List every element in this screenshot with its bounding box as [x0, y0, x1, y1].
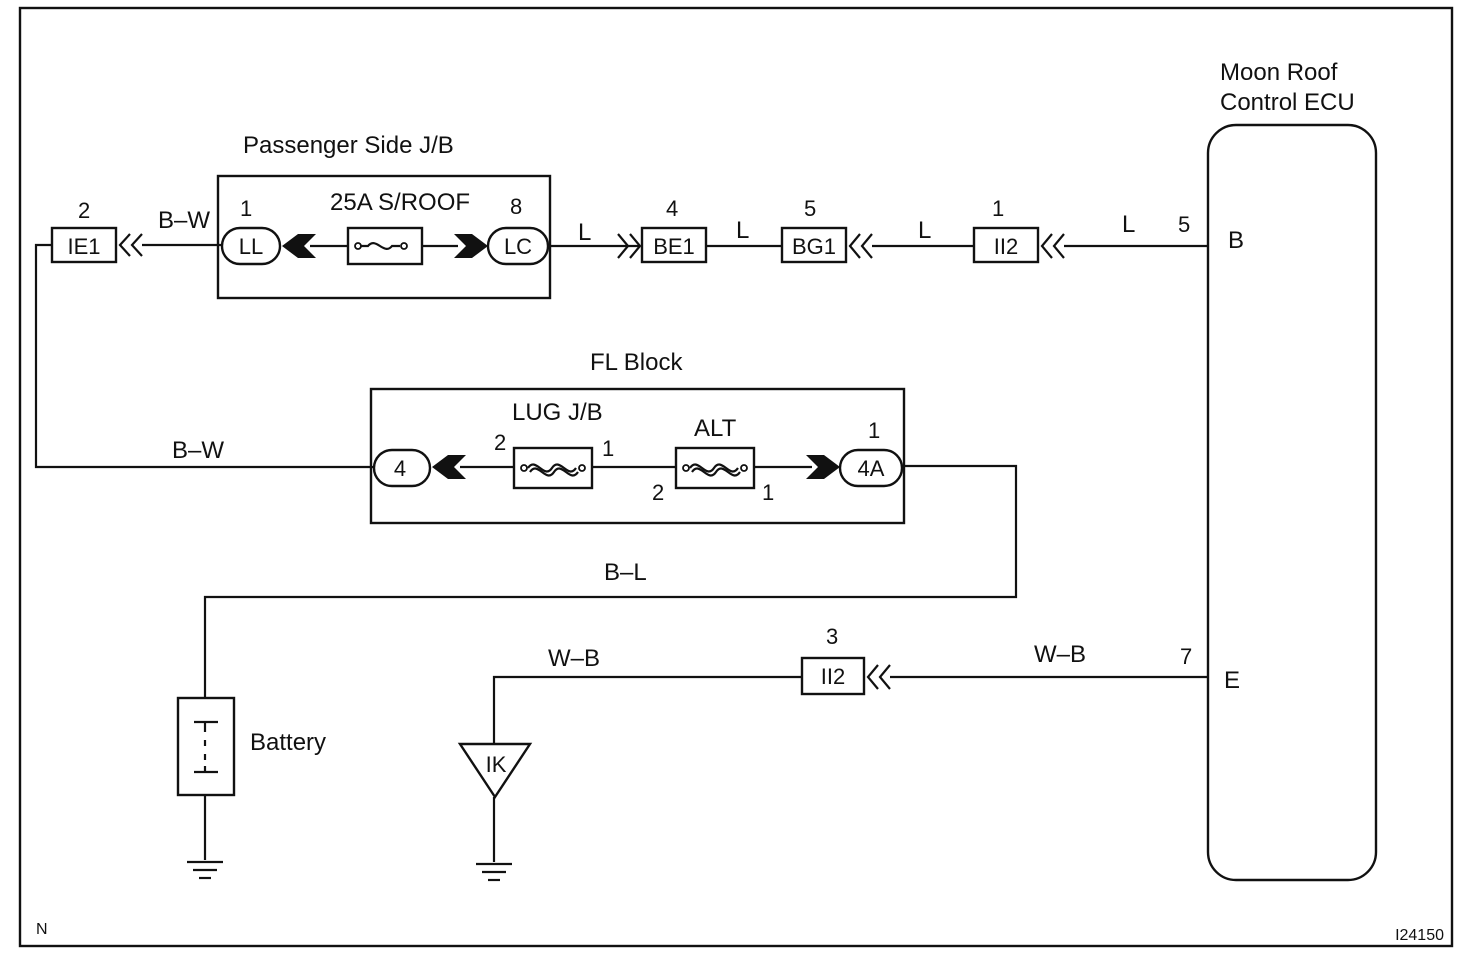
passenger-jb-title: Passenger Side J/B	[243, 132, 454, 159]
be1-pin: 4	[666, 196, 678, 221]
diagram-frame	[18, 6, 1454, 948]
ecu-title-line2: Control ECU	[1220, 89, 1355, 116]
ii2-top-connector-group: II2 1	[972, 196, 1065, 264]
alt-pin-left: 2	[652, 480, 664, 505]
passenger-side-jb: Passenger Side J/B LL 1 25A S/ROOF LC 8	[216, 132, 552, 300]
moon-roof-ecu: Moon Roof Control ECU B E 5 7	[1178, 59, 1378, 882]
ie1-chevron-icon	[118, 233, 143, 257]
wire-label-l4: L	[1122, 211, 1135, 238]
ecu-terminal-e: E	[1224, 667, 1240, 694]
fl-block: FL Block 4 LUG J/B 2 1 ALT 2 1 4A 1	[369, 349, 906, 525]
wire-label-wb-right: W–B	[1034, 641, 1086, 668]
bg1-label: BG1	[792, 234, 836, 259]
ii2-bottom-connector-group: II2 3	[800, 624, 891, 696]
wire-label-bw-top: B–W	[158, 207, 210, 234]
ik-triangle-icon	[457, 742, 533, 800]
lc-connector-label: LC	[504, 234, 532, 259]
ll-connector-label: LL	[239, 234, 263, 259]
lc-arrow-icon	[454, 234, 488, 258]
be1-connector-group: BE1 4	[640, 196, 708, 264]
wire-label-wb-left: W–B	[548, 645, 600, 672]
bg1-chevron-icon	[848, 233, 873, 259]
bg1-pin: 5	[804, 196, 816, 221]
fl-block-box	[369, 387, 906, 525]
ecu-pin-e: 7	[1180, 644, 1192, 669]
ii2-top-pin: 1	[992, 196, 1004, 221]
alt-pin-right: 1	[762, 480, 774, 505]
alt-fuse-element-icon	[689, 463, 739, 473]
battery-box	[176, 696, 236, 797]
lug-fuse-label: LUG J/B	[512, 399, 603, 426]
fl-conn-4a-label: 4A	[858, 456, 885, 481]
fl-conn-4a-pin: 1	[868, 418, 880, 443]
fl-block-title: FL Block	[590, 349, 683, 376]
ecu-terminal-b: B	[1228, 227, 1244, 254]
wire-label-bw-left: B–W	[172, 437, 224, 464]
figure-id: I24150	[1395, 927, 1444, 944]
lc-pin: 8	[510, 194, 522, 219]
battery: Battery	[176, 696, 326, 797]
wire-label-bl: B–L	[604, 559, 647, 586]
ie1-label: IE1	[67, 234, 100, 259]
wire-label-l3: L	[918, 217, 931, 244]
lug-pin-left: 2	[494, 430, 506, 455]
ecu-pin-b: 5	[1178, 212, 1190, 237]
alt-fuse-label: ALT	[694, 415, 737, 442]
bg1-connector-group: BG1 5	[780, 196, 873, 264]
ii2-bottom-chevron-icon	[866, 664, 891, 690]
ik-label: IK	[486, 752, 507, 777]
ground-point-ik: IK	[457, 742, 533, 800]
lug-pin-right: 1	[602, 436, 614, 461]
ii2-bottom-label: II2	[821, 664, 845, 689]
battery-ground-icon	[187, 860, 223, 880]
fl-conn-4-label: 4	[394, 456, 406, 481]
ecu-title-line1: Moon Roof	[1220, 59, 1338, 86]
fl-conn-4a-arrow-icon	[806, 455, 840, 479]
be1-chevron-icon	[617, 233, 642, 259]
ie1-connector-group: IE1 2	[50, 198, 143, 264]
ll-arrow-icon	[282, 234, 316, 258]
fl-conn-4a	[838, 448, 904, 488]
fuse-25a-label: 25A S/ROOF	[330, 189, 470, 216]
ik-ground-icon	[476, 862, 512, 882]
lug-fuse-element-icon	[527, 463, 577, 473]
fl-conn-4-arrow-icon	[432, 455, 466, 479]
ie1-pin: 2	[78, 198, 90, 223]
ecu-body	[1206, 123, 1378, 882]
wire-label-l2: L	[736, 217, 749, 244]
ii2-top-chevron-icon	[1040, 233, 1065, 259]
ii2-bottom-pin: 3	[826, 624, 838, 649]
fuse-25a-sroof	[346, 226, 424, 266]
battery-label: Battery	[250, 729, 326, 756]
ll-pin: 1	[240, 196, 252, 221]
page-code: N	[36, 921, 48, 938]
bg1-connector	[780, 226, 848, 264]
ii2-top-connector	[972, 226, 1040, 264]
fuse-element-icon	[360, 242, 400, 250]
ii2-top-label: II2	[994, 234, 1018, 259]
passenger-jb-box	[216, 174, 552, 300]
fl-conn-4	[372, 448, 432, 488]
be1-label: BE1	[653, 234, 695, 259]
wire-label-l1: L	[578, 219, 591, 246]
